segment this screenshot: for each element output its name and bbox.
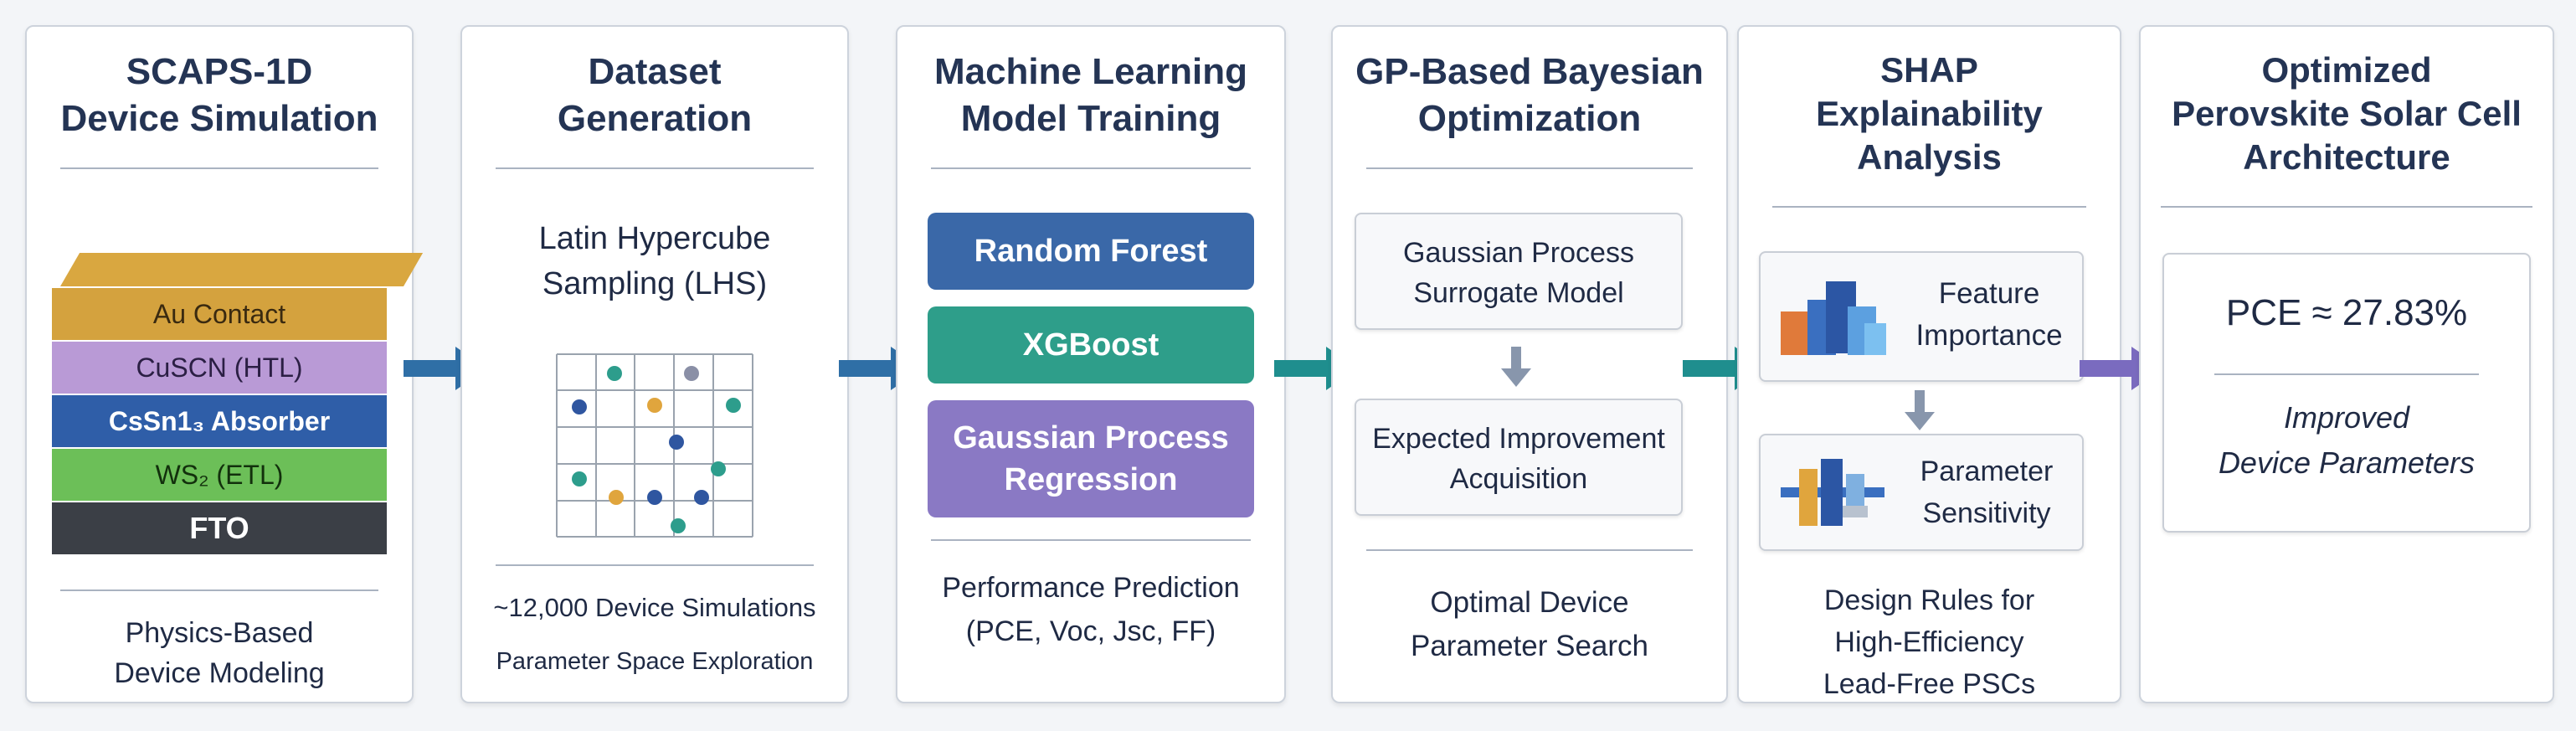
surrogate-model-box: Gaussian Process Surrogate Model — [1355, 213, 1683, 330]
panel-title: GP-Based Bayesian Optimization — [1355, 51, 1704, 139]
divider — [60, 167, 378, 169]
divider — [2214, 373, 2479, 375]
divider — [60, 589, 378, 591]
layer-absorber: CsSn1₃ Absorber — [52, 395, 387, 447]
layer-au-contact: Au Contact — [52, 288, 387, 340]
down-arrow-icon — [1905, 390, 1935, 430]
divider — [1366, 167, 1693, 169]
parameter-sensitivity-card: Parameter Sensitivity — [1759, 434, 2084, 551]
model-xgboost: XGBoost — [928, 306, 1254, 384]
simulation-count: ~12,000 Device Simulations — [493, 593, 816, 622]
feature-importance-card: Feature Importance — [1759, 251, 2084, 382]
bar-chart-icon — [1781, 281, 1886, 355]
sensitivity-chart-icon — [1781, 459, 1884, 526]
parameter-exploration: Parameter Space Exploration — [496, 648, 814, 675]
device-stack: Au Contact CuSCN (HTL) CsSn1₃ Absorber W… — [52, 253, 424, 605]
panel-title: SHAP Explainability Analysis — [1816, 50, 2043, 177]
divider — [1772, 206, 2086, 208]
improved-parameters: Improved Device Parameters — [2218, 400, 2476, 480]
panel-title: Optimized Perovskite Solar Cell Architec… — [2172, 50, 2522, 177]
model-gaussian-process: Gaussian Process Regression — [928, 400, 1254, 517]
panel-footer: Design Rules for High-Efficiency Lead-Fr… — [1823, 584, 2036, 700]
feature-importance-label: Feature Importance — [1915, 277, 2063, 352]
stack-top-face — [60, 253, 424, 286]
parameter-sensitivity-label: Parameter Sensitivity — [1920, 456, 2054, 529]
divider — [2161, 206, 2532, 208]
panel-ml-training: Machine Learning Model Training Random F… — [896, 25, 1286, 703]
layer-htl: CuSCN (HTL) — [52, 342, 387, 394]
layer-fto: FTO — [52, 502, 387, 554]
divider — [496, 167, 814, 169]
layer-etl: WS₂ (ETL) — [52, 449, 387, 501]
lhs-grid-plot — [556, 353, 753, 538]
panel-footer: Optimal Device Parameter Search — [1410, 586, 1649, 662]
acquisition-box: Expected Improvement Acquisition — [1355, 399, 1683, 516]
panel-title: Machine Learning Model Training — [933, 51, 1248, 139]
panel-dataset: Dataset Generation Latin Hypercube Sampl… — [460, 25, 849, 703]
lhs-title: Latin Hypercube Sampling (LHS) — [538, 221, 771, 301]
panel-scaps: SCAPS-1D Device Simulation Au Contact Cu… — [25, 25, 424, 703]
result-card: PCE ≈ 27.83% Improved Device Parameters — [2162, 253, 2531, 533]
panel-shap: SHAP Explainability Analysis Feature Imp… — [1737, 25, 2121, 703]
panel-title: SCAPS-1D Device Simulation — [60, 51, 378, 139]
panel-title: Dataset Generation — [557, 51, 753, 139]
model-random-forest: Random Forest — [928, 213, 1254, 290]
panel-footer: Physics-Based Device Modeling — [114, 617, 325, 689]
divider — [1366, 549, 1693, 551]
down-arrow-icon — [1501, 347, 1531, 387]
divider — [496, 564, 814, 566]
divider — [931, 539, 1251, 541]
panel-footer: Performance Prediction (PCE, Voc, Jsc, F… — [942, 572, 1240, 647]
panel-optimized-architecture: Optimized Perovskite Solar Cell Architec… — [2139, 25, 2554, 703]
divider — [931, 167, 1251, 169]
pce-value: PCE ≈ 27.83% — [2225, 292, 2468, 333]
panel-bayesian-optimization: GP-Based Bayesian Optimization Gaussian … — [1331, 25, 1728, 703]
